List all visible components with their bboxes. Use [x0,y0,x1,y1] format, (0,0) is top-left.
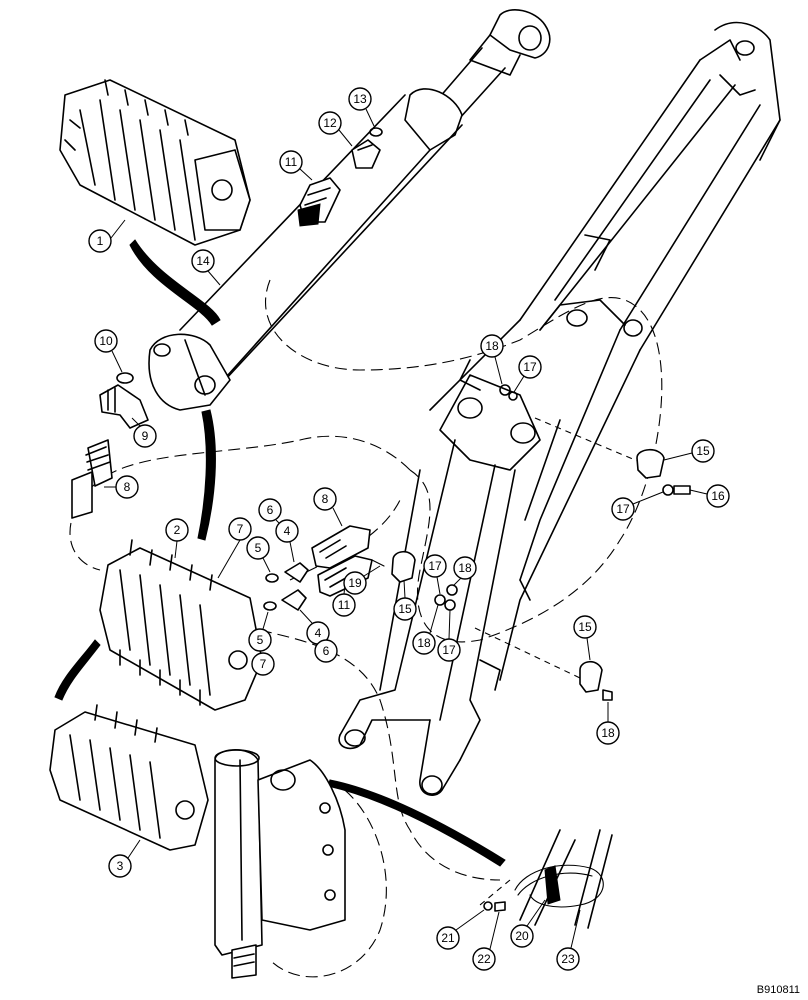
svg-text:7: 7 [260,657,267,671]
svg-text:11: 11 [338,598,351,612]
callout-18-top: 18 [480,334,504,358]
callout-11: 11 [279,150,303,174]
callout-17-mid-top: 17 [423,554,447,578]
control-valve-1 [59,79,251,246]
callout-8-mid: 8 [313,487,337,511]
svg-text:11: 11 [285,155,298,169]
callout-15-right: 15 [691,439,715,463]
svg-text:17: 17 [428,559,442,573]
callout-9: 9 [133,424,157,448]
svg-text:15: 15 [398,602,412,616]
callout-18-lower: 18 [596,721,620,745]
callout-22: 22 [472,947,496,971]
callout-15-mid: 15 [393,597,417,621]
svg-text:17: 17 [616,502,630,516]
svg-text:23: 23 [561,952,575,966]
svg-text:4: 4 [315,626,322,640]
dashed-connection-lines [69,279,663,978]
svg-text:16: 16 [711,489,725,503]
callout-15-lower: 15 [573,615,597,639]
upper-fittings [297,127,383,227]
callout-12: 12 [318,111,342,135]
callout-17-right: 17 [611,497,635,521]
svg-text:5: 5 [255,541,262,555]
callout-14: 14 [191,249,215,273]
callout-16: 16 [706,484,730,508]
svg-text:1: 1 [97,234,104,248]
svg-text:9: 9 [142,429,149,443]
svg-text:21: 21 [441,931,455,945]
hose-fitting [71,439,113,519]
callout-6-top: 6 [258,498,282,522]
svg-text:8: 8 [124,480,131,494]
svg-text:17: 17 [523,360,537,374]
hose-bundle [483,829,613,929]
svg-text:12: 12 [323,116,337,130]
svg-text:6: 6 [323,644,330,658]
connector-arrows [54,239,506,867]
svg-text:18: 18 [417,636,431,650]
svg-text:14: 14 [196,254,210,268]
callout-18-mid: 18 [412,631,436,655]
callout-7-top: 7 [228,517,252,541]
hydraulic-cylinder [148,9,551,411]
svg-text:22: 22 [477,952,491,966]
callout-13: 13 [348,87,372,111]
callout-2: 2 [165,518,189,542]
callout-23: 23 [556,947,580,971]
svg-text:18: 18 [485,339,499,353]
svg-text:18: 18 [458,561,472,575]
svg-text:19: 19 [348,576,362,590]
elbow-fitting [99,372,149,429]
drawing-id-label: B910811 [756,984,800,996]
svg-text:13: 13 [353,92,367,106]
svg-text:6: 6 [267,503,274,517]
control-valve-2 [99,539,263,711]
callout-19: 19 [343,571,367,595]
callout-21: 21 [436,926,460,950]
callout-1: 1 [88,229,112,253]
callout-3: 3 [108,854,132,878]
svg-text:8: 8 [322,492,329,506]
callout-4-top: 4 [275,519,299,543]
callout-11-mid: 11 [332,593,356,617]
hose-clamps [391,384,691,701]
svg-text:7: 7 [237,522,244,536]
svg-text:15: 15 [696,444,710,458]
swing-tower [214,749,346,979]
svg-text:3: 3 [117,859,124,873]
svg-text:17: 17 [442,643,456,657]
boom-arm [338,21,781,796]
callout-bubbles: 1 14 11 12 13 10 9 8 2 3 7 5 6 4 8 5 7 4… [88,87,730,971]
svg-text:20: 20 [515,929,529,943]
callout-8-left: 8 [115,475,139,499]
callout-18-mid-top: 18 [453,556,477,580]
middle-fittings [263,525,385,611]
callout-7-bottom: 7 [251,652,275,676]
callout-10: 10 [94,329,118,353]
callout-5-bottom: 5 [248,628,272,652]
callout-17-top: 17 [518,355,542,379]
callout-17-mid: 17 [437,638,461,662]
svg-text:10: 10 [99,334,113,348]
svg-text:5: 5 [257,633,264,647]
svg-text:2: 2 [174,523,181,537]
callout-20: 20 [510,924,534,948]
svg-text:4: 4 [284,524,291,538]
svg-text:15: 15 [578,620,592,634]
svg-text:18: 18 [601,726,615,740]
callout-6-bottom: 6 [314,639,338,663]
callout-5-top: 5 [246,536,270,560]
control-valve-3 [49,704,209,851]
